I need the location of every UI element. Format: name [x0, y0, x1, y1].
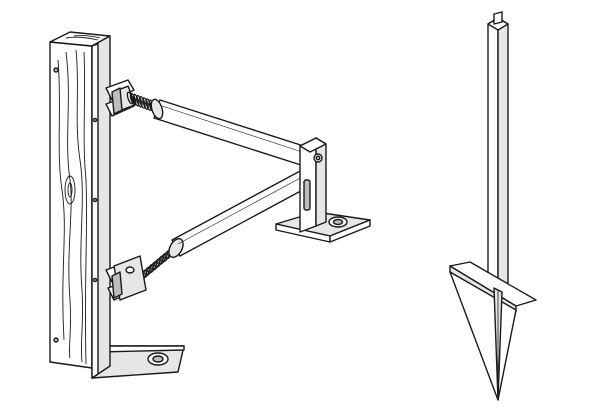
wall-brace-bracket	[49, 31, 371, 379]
ground-stake	[449, 11, 537, 401]
spring-coil	[145, 98, 153, 112]
spring-coil	[126, 91, 134, 105]
spring-coil	[129, 92, 137, 106]
screw	[53, 337, 59, 343]
upper-clamp	[105, 79, 136, 117]
spring-coil	[135, 94, 143, 108]
upper-brace-tube	[150, 98, 311, 167]
spring-coil	[142, 97, 149, 110]
floor-anchor-block	[275, 137, 371, 243]
spring-coil	[139, 96, 146, 109]
wooden-post	[49, 31, 111, 379]
wood-knot	[64, 175, 76, 205]
screw	[53, 67, 59, 73]
stake-spike-blade	[449, 271, 517, 401]
lower-clamp	[105, 255, 147, 301]
stake-channel-post	[487, 11, 509, 291]
spring-coil	[132, 93, 140, 107]
lower-brace-tube	[168, 169, 311, 258]
